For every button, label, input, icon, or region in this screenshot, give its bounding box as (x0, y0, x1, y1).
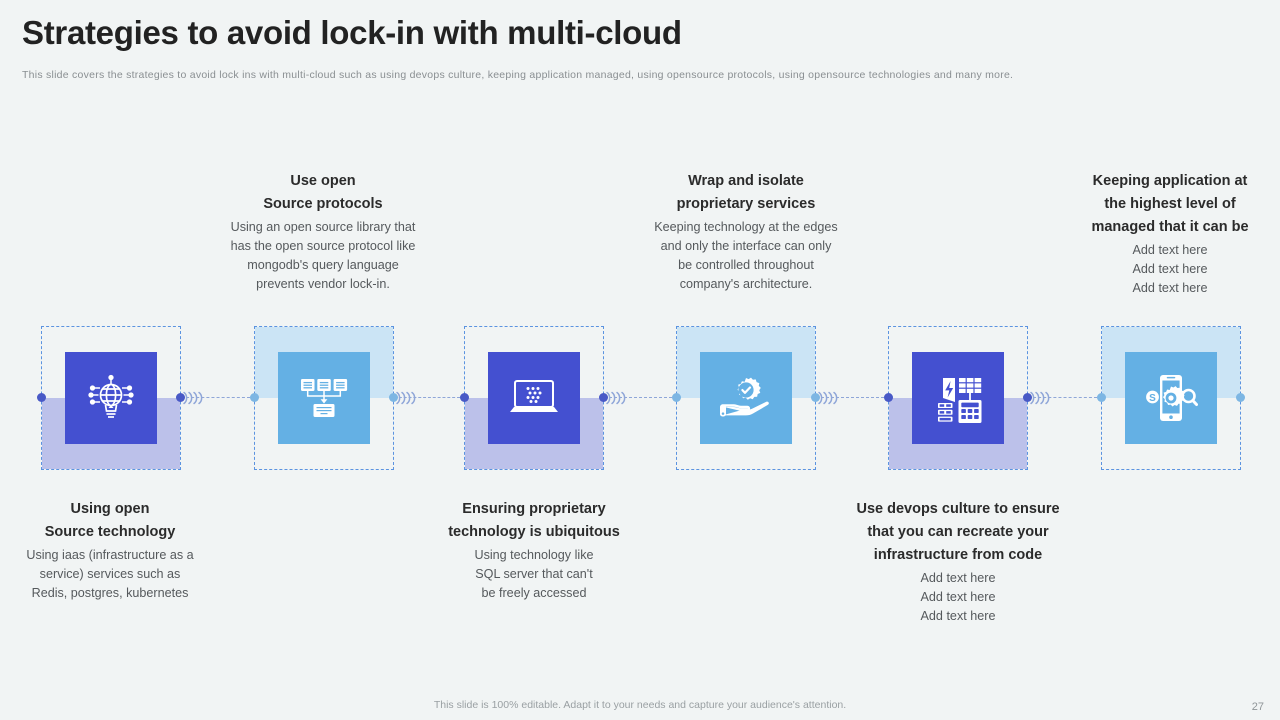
timeline-node-dot-1-right (176, 393, 185, 402)
timeline-node-dot-4 (672, 393, 681, 402)
timeline-connector-4 (816, 390, 884, 406)
step-6-heading-line: managed that it can be (1091, 219, 1249, 235)
step-5-heading: Use devops culture to ensure that you can… (832, 498, 1084, 567)
step-4-heading-line: Wrap and isolate (688, 173, 804, 189)
step-3-body-line: Using technology like (474, 548, 594, 562)
step-6-text-block: Keeping application at the highest level … (1070, 170, 1270, 298)
step-4-heading-line: proprietary services (676, 196, 816, 212)
connector-chevron-icon (1028, 390, 1054, 411)
footer-note: This slide is 100% editable. Adapt it to… (433, 699, 847, 711)
timeline-node-dot-2-right (389, 393, 398, 402)
timeline-node-4[interactable] (676, 326, 816, 470)
connector-dashed-line (181, 397, 250, 398)
step-3-heading-line: Ensuring proprietary (462, 501, 606, 517)
connector-chevron-icon (181, 390, 207, 411)
server-network-diagram-icon[interactable] (278, 352, 370, 444)
mobile-settings-seo-icon[interactable]: S (1125, 352, 1217, 444)
step-1-body-line: Redis, postgres, kubernetes (31, 586, 189, 600)
step-3-text-block: Ensuring proprietary technology is ubiqui… (418, 498, 650, 603)
timeline-connector-1 (181, 390, 250, 406)
connector-dashed-line (816, 397, 884, 398)
step-2-heading-line: Use open (290, 173, 356, 189)
step-6-heading-line: the highest level of (1104, 196, 1236, 212)
step-3-heading-line: technology is ubiquitous (448, 524, 620, 540)
step-1-heading-line: Source technology (44, 524, 176, 540)
hand-gear-check-icon[interactable] (700, 352, 792, 444)
step-5-body-line: Add text here (920, 590, 996, 604)
step-4-text-block: Wrap and isolate proprietary services Kee… (630, 170, 862, 294)
timeline-node-5[interactable] (888, 326, 1028, 470)
timeline-node-dot-3-right (599, 393, 608, 402)
step-1-body-line: Using iaas (infrastructure as a (26, 548, 194, 562)
step-4-heading: Wrap and isolate proprietary services (630, 170, 862, 216)
page-subtitle: This slide covers the strategies to avoi… (22, 69, 1014, 81)
connector-dashed-line (394, 397, 460, 398)
step-2-body-line: prevents vendor lock-in. (256, 277, 390, 291)
step-5-text-block: Use devops culture to ensure that you can… (832, 498, 1084, 626)
timeline-node-dot-1 (37, 393, 46, 402)
timeline-node-dot-end (1236, 393, 1245, 402)
step-3-body-line: SQL server that can't (475, 567, 593, 581)
step-4-body-line: and only the interface can only (660, 239, 832, 253)
timeline-node-2[interactable] (254, 326, 394, 470)
timeline-node-1[interactable] (41, 326, 181, 470)
timeline-connector-2 (394, 390, 460, 406)
step-6-body-line: Add text here (1132, 262, 1208, 276)
step-5-body-line: Add text here (920, 609, 996, 623)
step-5-heading-line: infrastructure from code (873, 547, 1043, 563)
step-1-heading-line: Using open (70, 501, 150, 517)
step-1-body: Using iaas (infrastructure as a service) … (0, 546, 220, 603)
timeline-node-dot-5-right (1023, 393, 1032, 402)
timeline-node-6[interactable]: S (1101, 326, 1241, 470)
step-5-heading-line: that you can recreate your (867, 524, 1049, 540)
step-6-body-line: Add text here (1132, 281, 1208, 295)
step-2-body-line: mongodb's query language (247, 258, 399, 272)
globe-bulb-network-icon[interactable] (65, 352, 157, 444)
step-2-heading-line: Source protocols (263, 196, 383, 212)
timeline-node-3[interactable] (464, 326, 604, 470)
timeline-node-dot-3 (460, 393, 469, 402)
timeline-connector-3 (604, 390, 672, 406)
step-4-body-line: company's architecture. (679, 277, 813, 291)
connector-dashed-line (1028, 397, 1097, 398)
connector-dashed-line (604, 397, 672, 398)
connector-chevron-icon (604, 390, 630, 411)
connector-chevron-icon (394, 390, 420, 411)
timeline-connector-5 (1028, 390, 1097, 406)
step-2-body: Using an open source library that has the… (207, 218, 439, 294)
step-6-body-line: Add text here (1132, 243, 1208, 257)
laptop-code-icon[interactable] (488, 352, 580, 444)
step-6-heading-line: Keeping application at (1092, 173, 1248, 189)
step-5-heading-line: Use devops culture to ensure (856, 501, 1060, 517)
step-2-body-line: has the open source protocol like (230, 239, 416, 253)
svg-text:S: S (1149, 393, 1156, 404)
page-number: 27 (1251, 701, 1264, 713)
step-4-body: Keeping technology at the edges and only … (630, 218, 862, 294)
step-2-body-line: Using an open source library that (230, 220, 416, 234)
connector-chevron-icon (816, 390, 842, 411)
step-1-body-line: service) services such as (39, 567, 181, 581)
step-6-heading: Keeping application at the highest level … (1070, 170, 1270, 239)
step-4-body-line: Keeping technology at the edges (654, 220, 838, 234)
timeline-node-dot-4-right (811, 393, 820, 402)
step-3-heading: Ensuring proprietary technology is ubiqui… (418, 498, 650, 544)
timeline-node-dot-6 (1097, 393, 1106, 402)
timeline-node-dot-2 (250, 393, 259, 402)
step-4-body-line: be controlled throughout (678, 258, 814, 272)
solar-panel-power-icon[interactable] (912, 352, 1004, 444)
timeline-node-dot-5 (884, 393, 893, 402)
step-3-body-line: be freely accessed (481, 586, 587, 600)
step-5-body-line: Add text here (920, 571, 996, 585)
page-title: Strategies to avoid lock-in with multi-c… (22, 14, 682, 51)
